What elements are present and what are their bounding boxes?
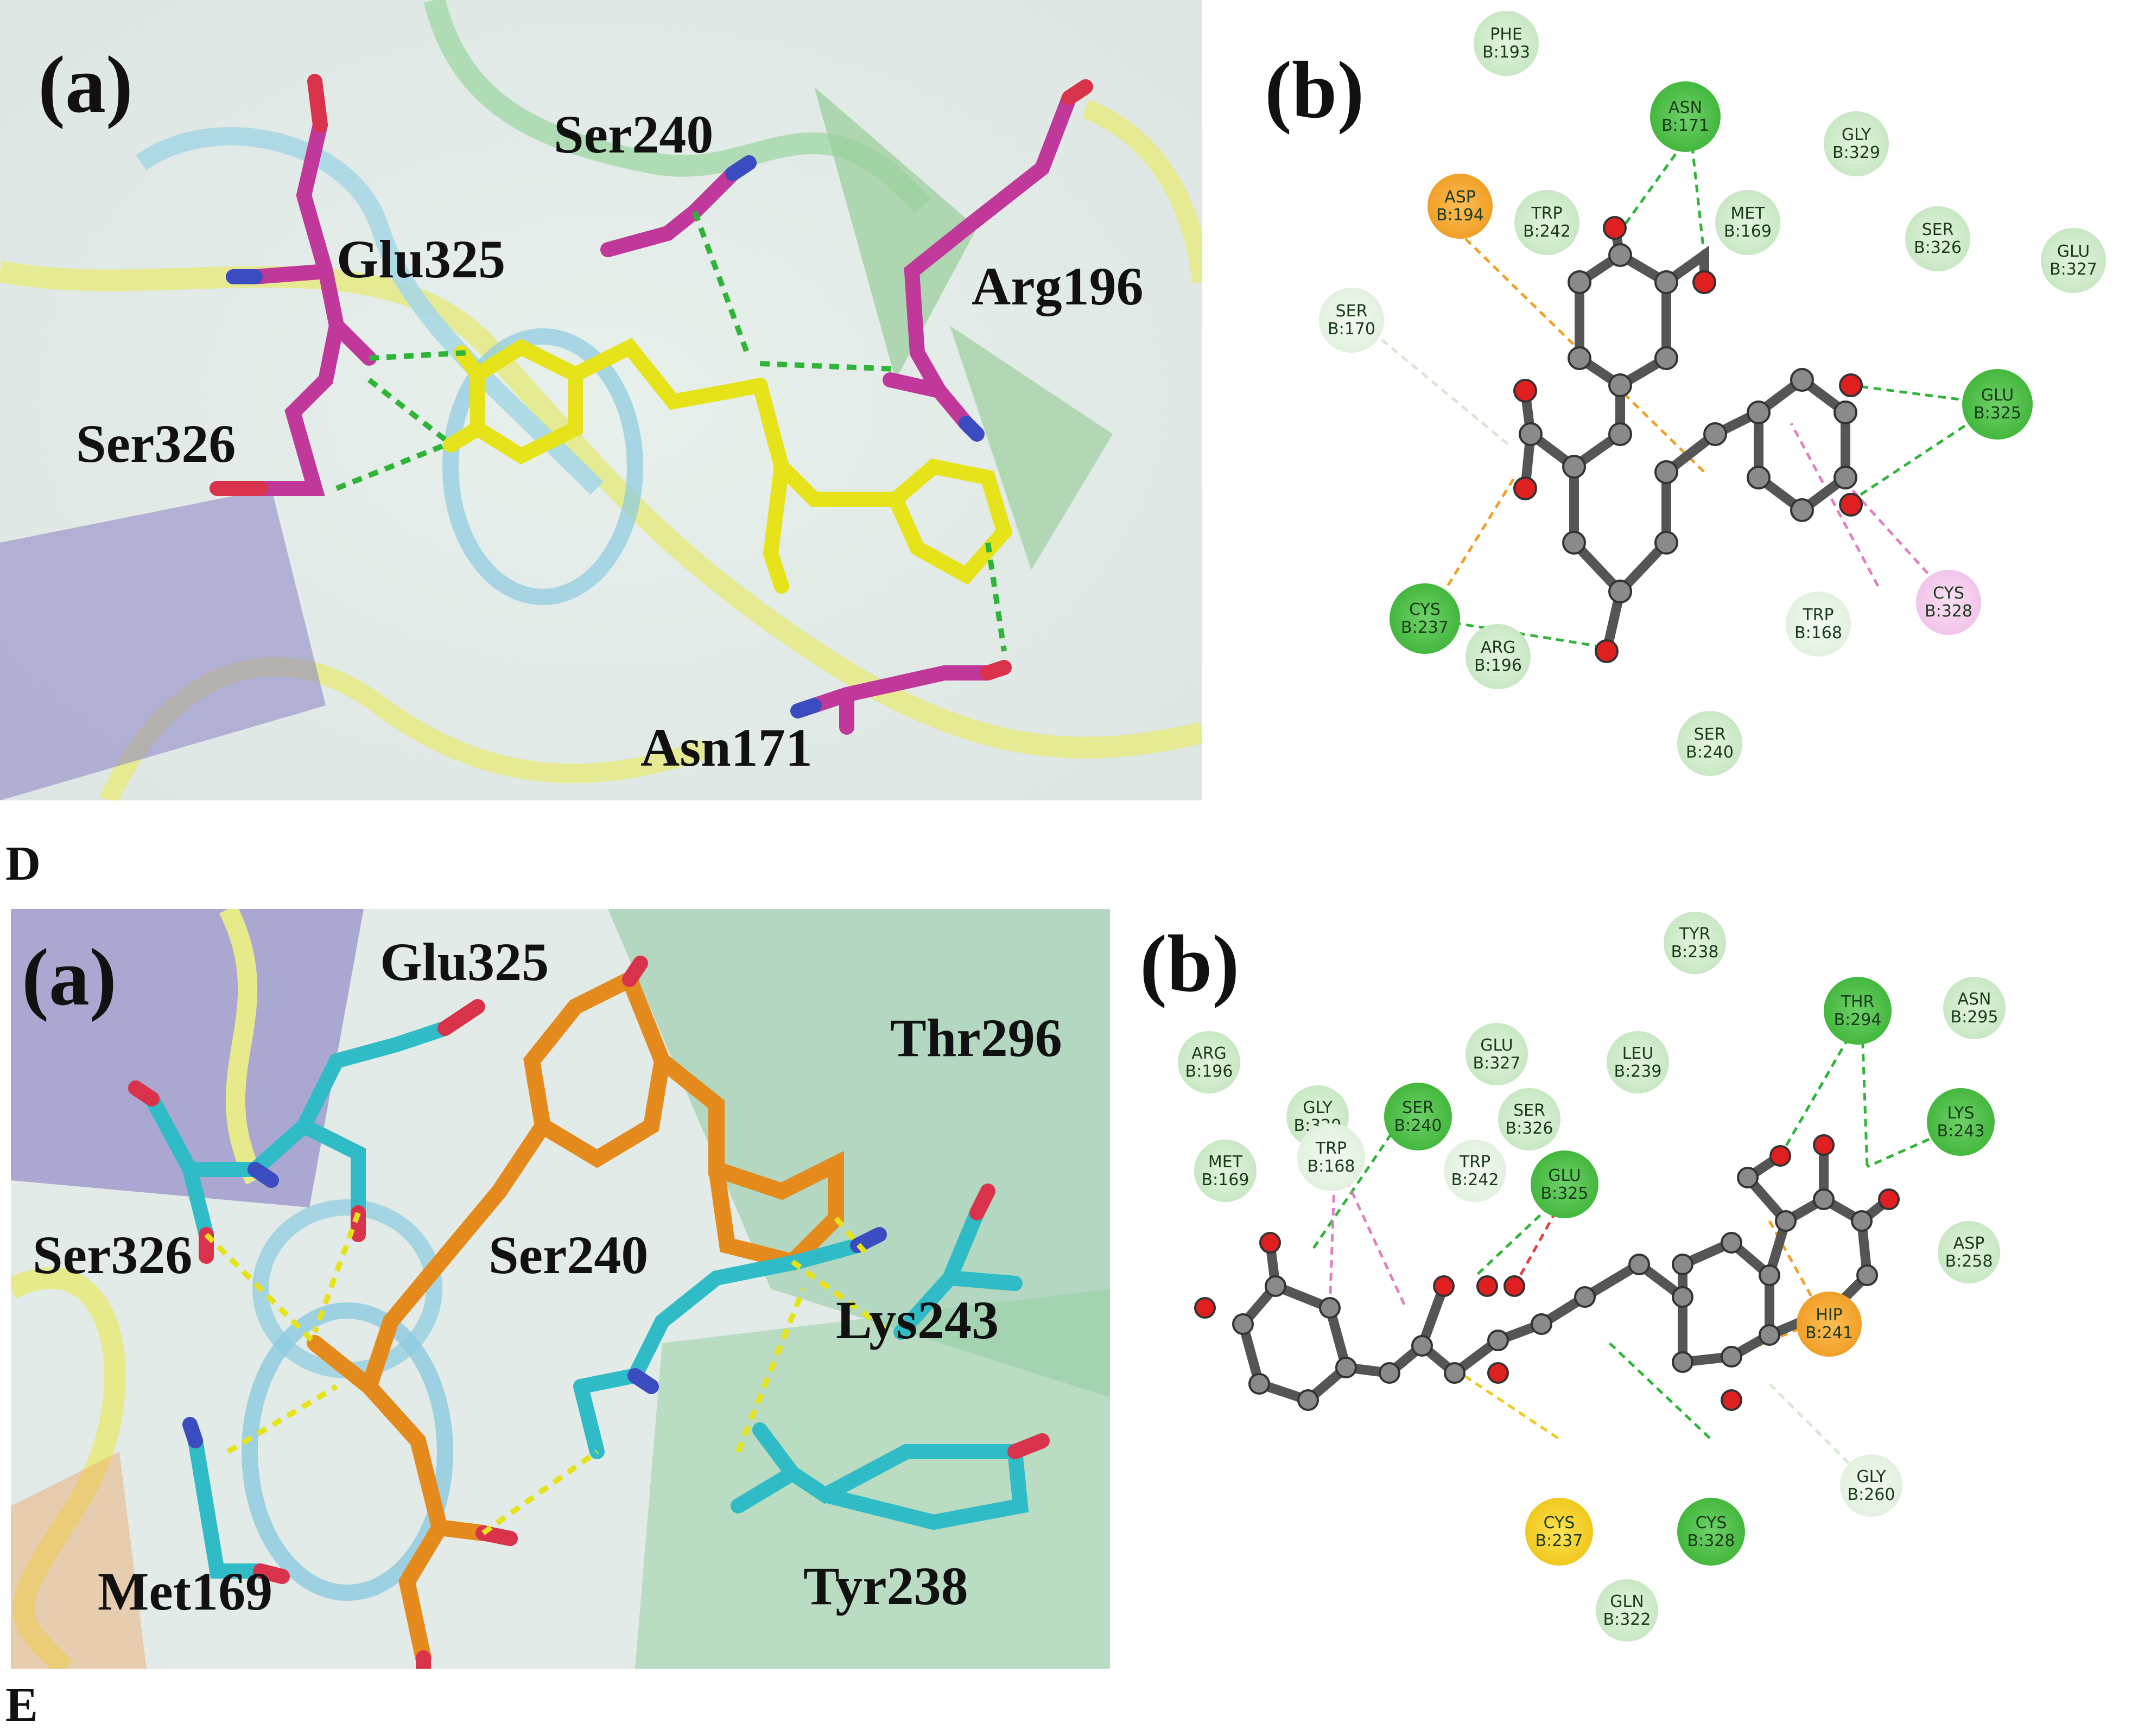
protein-ligand-3d-render — [0, 0, 1202, 800]
panel-letter: (b) — [1265, 45, 1365, 135]
panel-d-a-3d-view: (a) Ser240 Glu325 Arg196 Ser326 Asn171 — [0, 0, 1202, 800]
residue-label: Glu325 — [380, 932, 549, 992]
residue-label: Ser326 — [33, 1225, 193, 1285]
panel-letter: (b) — [1140, 919, 1240, 1009]
panel-letter: (a) — [38, 40, 133, 130]
panel-e-a-3d-view: (a) Glu325 Thr296 Ser326 Ser240 Lys243 M… — [11, 909, 1110, 1669]
figure-letter: E — [5, 1678, 39, 1732]
ligand-2d-structure — [1350, 132, 1999, 663]
residue-label: Tyr238 — [803, 1556, 968, 1616]
residue-label: Ser326 — [76, 414, 236, 474]
residue-label: Lys243 — [836, 1290, 999, 1350]
residue-label: Met169 — [98, 1561, 273, 1621]
figure-letter: D — [5, 837, 41, 891]
residue-label: Ser240 — [554, 104, 714, 164]
residue-label: Asn171 — [640, 717, 813, 778]
panel-letter: (a) — [22, 932, 117, 1022]
protein-ligand-3d-render — [11, 909, 1110, 1669]
residue-label: Thr296 — [890, 1008, 1062, 1068]
residue-label: Glu325 — [337, 229, 506, 289]
ligand-2d-structure — [1194, 1014, 1966, 1483]
residue-label: Ser240 — [488, 1225, 649, 1285]
residue-label: Arg196 — [972, 256, 1144, 316]
